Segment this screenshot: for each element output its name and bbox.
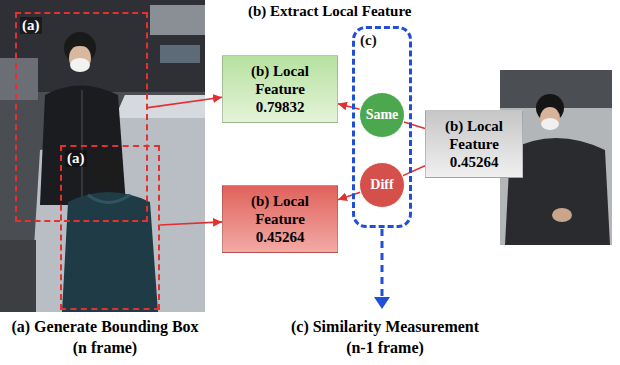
person-face (69, 45, 91, 71)
similarity-group: (c) SameDiff (352, 26, 412, 228)
shelf-item (160, 45, 200, 63)
caption-text: (n frame) (0, 338, 210, 357)
caption-text: (c) Similarity Measurement (262, 317, 508, 336)
box-tag: (a) (20, 17, 42, 34)
caption-text: (n-1 frame) (262, 338, 508, 357)
floor (0, 240, 36, 312)
shelf-light (150, 5, 205, 35)
same-circle: Same (359, 92, 405, 138)
connector-arrow (338, 104, 360, 110)
diff-circle: Diff (359, 162, 405, 208)
person-hair (66, 37, 94, 50)
arrow-head (374, 297, 390, 309)
face-mask (70, 58, 90, 72)
circle-fill (360, 163, 405, 208)
circle-fill (360, 93, 405, 138)
connector-arrow (404, 122, 425, 129)
circle-label: Diff (370, 177, 393, 193)
dashed-arrow-line (381, 229, 384, 298)
group-tag: (c) (355, 29, 382, 52)
person-hair (94, 154, 122, 186)
connector-arrow (403, 166, 425, 176)
feature-box: (b) Local Feature0.45264 (222, 185, 338, 253)
diagram-title: (b) Extract Local Feature (248, 3, 411, 20)
feature-heading: (b) Local Feature (231, 62, 329, 98)
feature-value: 0.45264 (434, 153, 514, 171)
person-jacket (62, 192, 158, 312)
photo-ground (0, 0, 205, 312)
jacket-zip (81, 90, 83, 205)
bounding-box: (a) (60, 145, 160, 310)
feature-heading: (b) Local Feature (231, 192, 329, 228)
result-arrow (374, 229, 390, 309)
caption-text: (a) Generate Bounding Box (0, 317, 210, 336)
connector-arrow (148, 97, 222, 107)
box-tag: (a) (65, 150, 87, 167)
circle-label: Same (366, 107, 399, 123)
feature-box: (b) Local Feature0.45264 (425, 110, 523, 178)
bounding-box: (a) (15, 12, 148, 222)
feature-heading: (b) Local Feature (434, 117, 514, 153)
connector-arrow (338, 192, 360, 199)
shelf-item (0, 58, 38, 100)
person-face (540, 107, 560, 129)
face-mask (541, 118, 559, 130)
feature-value: 0.45264 (231, 228, 329, 246)
jacket-hood (88, 195, 130, 203)
feature-box: (b) Local Feature0.79832 (222, 55, 338, 123)
feature-value: 0.79832 (231, 98, 329, 116)
person-hands (552, 208, 572, 222)
connector-arrow (160, 222, 222, 225)
left-photo (0, 0, 205, 312)
